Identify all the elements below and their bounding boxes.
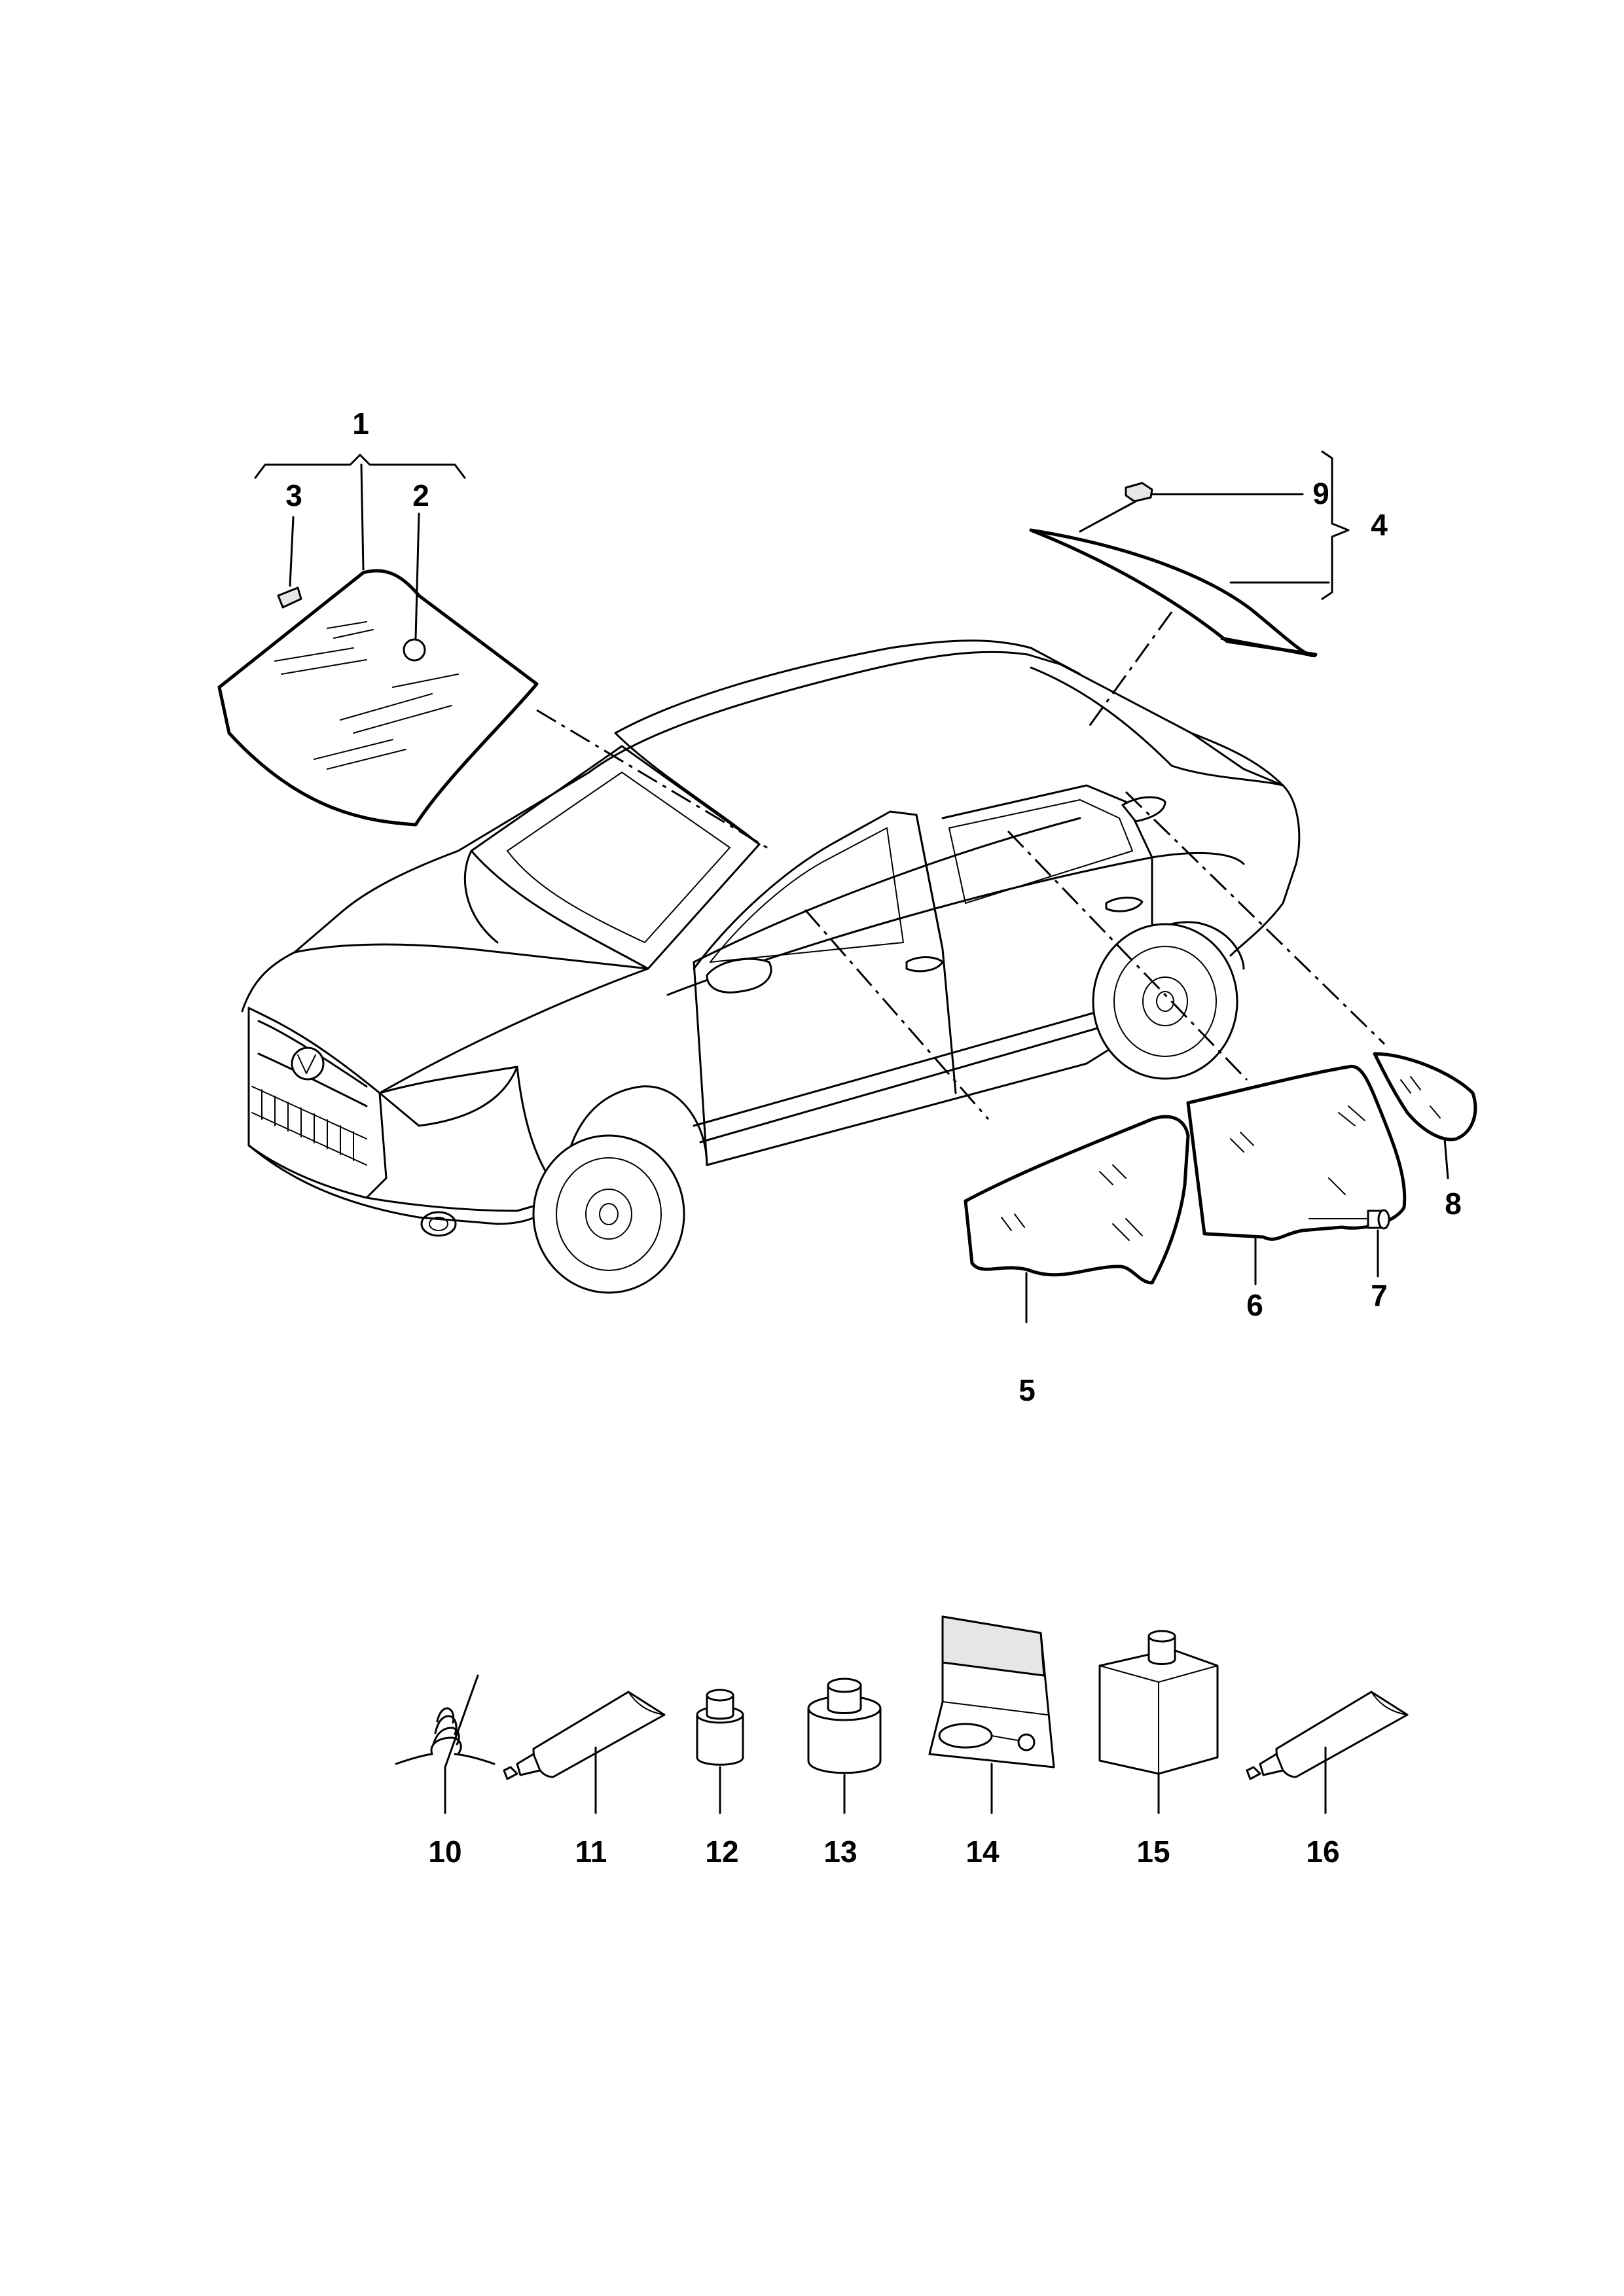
callout-5: 5 — [1019, 1373, 1036, 1407]
callout-4: 4 — [1371, 508, 1388, 542]
callout-1: 1 — [352, 406, 369, 440]
rear-screen-part-4 — [1029, 450, 1350, 658]
callout-15: 15 — [1136, 1835, 1170, 1869]
callout-9: 9 — [1312, 476, 1329, 511]
primer-bottle-part-13 — [807, 1677, 882, 1814]
callout-16: 16 — [1306, 1835, 1339, 1869]
callout-leaders-top-left — [254, 454, 466, 639]
rear-door-glass-part-6 — [1186, 1064, 1407, 1285]
quarter-glass-part-8 — [1373, 1052, 1477, 1179]
rain-sensor-part-2 — [403, 638, 426, 662]
callout-2: 2 — [412, 478, 429, 512]
callout-13: 13 — [823, 1835, 857, 1869]
bracket-part-9 — [1125, 482, 1153, 503]
repair-kit-bag-part-14 — [928, 1615, 1055, 1814]
callout-12: 12 — [705, 1835, 738, 1869]
callout-11: 11 — [575, 1835, 607, 1869]
adhesive-tube-part-16 — [1246, 1691, 1409, 1814]
front-door-glass-part-5 — [964, 1115, 1190, 1323]
car-body-outline — [241, 639, 1301, 1294]
callout-14: 14 — [965, 1835, 1000, 1869]
callout-8: 8 — [1445, 1187, 1462, 1221]
mounting-block-part-3 — [277, 586, 302, 609]
callout-6: 6 — [1246, 1288, 1263, 1322]
spring-clip-part-10 — [395, 1674, 496, 1814]
primer-bottle-small-part-12 — [696, 1689, 744, 1814]
callout-numbers: 1 2 3 4 9 5 6 7 8 10 11 12 13 14 15 16 — [285, 406, 1462, 1869]
callout-7: 7 — [1371, 1278, 1388, 1312]
cleaner-box-part-15 — [1098, 1630, 1219, 1814]
assembly-leader-lines — [536, 611, 1386, 1120]
callout-10: 10 — [428, 1835, 461, 1869]
windscreen-part-1 — [217, 569, 539, 827]
callout-3: 3 — [285, 478, 302, 512]
adhesive-tube-part-11 — [503, 1691, 666, 1814]
